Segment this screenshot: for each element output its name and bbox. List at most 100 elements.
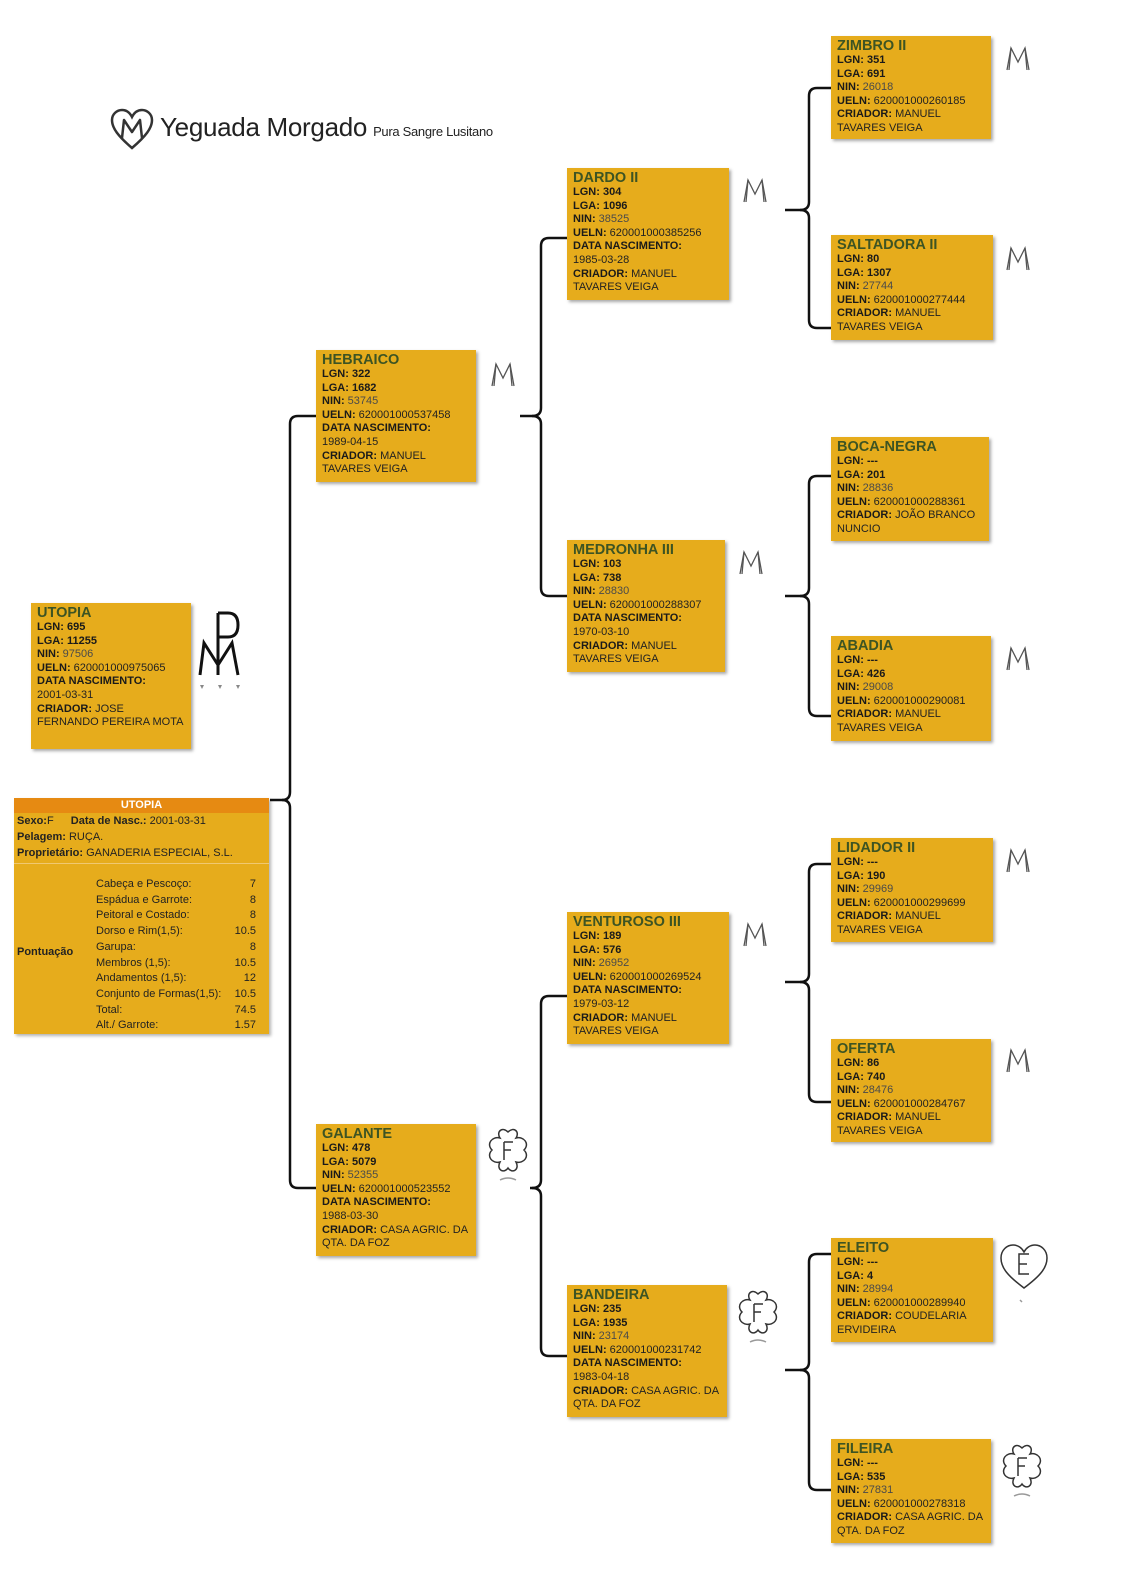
score-value: 10.5 — [234, 956, 256, 969]
breeder-value: MANUEL TAVARES VEIGA — [837, 307, 941, 333]
birth-value: 1970-03-10 — [573, 625, 630, 638]
subject-card[interactable]: UTOPIA LGN: 695 LGA: 11255 NIN: 97506 UE… — [31, 603, 191, 749]
nin-label: NIN: — [573, 585, 596, 598]
M-brand-icon — [740, 920, 770, 955]
lgn-value: 86 — [866, 1057, 880, 1069]
breeder-label: CRIADOR: — [573, 267, 628, 280]
sex-label: Sexo: — [17, 815, 47, 827]
lga-label: LGA: — [37, 634, 64, 647]
ueln-value: 620001000975065 — [73, 661, 166, 674]
nin-label: NIN: — [837, 681, 860, 694]
F-clover-brand-icon — [484, 1126, 532, 1189]
nin-label: NIN: — [573, 957, 596, 970]
horse-name: HEBRAICO — [322, 352, 400, 368]
ueln-value: 620001000385256 — [609, 226, 702, 239]
lga-value: 190 — [866, 869, 886, 882]
nin-value: 97506 — [62, 648, 94, 661]
lgn-value: --- — [866, 654, 878, 666]
birth-label: DATA NASCIMENTO: — [573, 1357, 682, 1370]
score-row: Alt./ Garrote:1.57 — [96, 1019, 266, 1034]
lga-value: 1307 — [866, 266, 892, 279]
pm-brand-icon — [198, 611, 240, 689]
lgn-value: --- — [866, 856, 878, 868]
breeder-label: CRIADOR: — [573, 1011, 628, 1024]
lgn-label: LGN: — [837, 856, 864, 868]
birth-label: DATA NASCIMENTO: — [573, 612, 682, 625]
score-label: Pontuação — [17, 946, 74, 958]
horse-name: GALANTE — [322, 1126, 393, 1142]
score-criterion: Andamentos (1,5): — [96, 972, 187, 985]
breeder-label: CRIADOR: — [837, 1111, 892, 1124]
M-brand-icon — [740, 176, 770, 211]
breeder-value: COUDELARIA ERVIDEIRA — [837, 1310, 966, 1336]
brand-name: Yeguada Morgado — [160, 112, 368, 142]
lgn-label: LGN: — [573, 186, 600, 198]
score-row: Conjunto de Formas(1,5):10.5 — [96, 988, 266, 1003]
nin-label: NIN: — [837, 1283, 860, 1296]
lga-label: LGA: — [573, 1316, 600, 1329]
ueln-label: UELN: — [573, 970, 607, 983]
ueln-label: UELN: — [573, 1343, 607, 1356]
score-criterion: Dorso e Rim(1,5): — [96, 925, 183, 938]
ueln-value: 620001000278318 — [873, 1497, 966, 1510]
ueln-label: UELN: — [837, 1497, 871, 1510]
horse-name: LIDADOR II — [837, 840, 916, 856]
summary-birth-label: Data de Nasc.: — [70, 815, 147, 827]
nin-value: 28836 — [862, 482, 894, 495]
breeder-label: CRIADOR: — [573, 1384, 628, 1397]
nin-value: 26018 — [862, 81, 894, 94]
lga-value: 740 — [866, 1070, 886, 1083]
lga-value: 11255 — [66, 634, 97, 647]
lga-value: 576 — [602, 943, 622, 956]
birth-value: 1989-04-15 — [322, 435, 379, 448]
lga-value: 1935 — [602, 1316, 628, 1329]
nin-value: 26952 — [598, 957, 630, 970]
lga-label: LGA: — [573, 571, 600, 584]
lga-label: LGA: — [837, 67, 864, 80]
breeder-label: CRIADOR: — [837, 307, 892, 320]
ueln-label: UELN: — [837, 896, 871, 909]
lga-value: 4 — [866, 1269, 874, 1282]
ueln-label: UELN: — [837, 1296, 871, 1309]
lgn-label: LGN: — [37, 621, 64, 633]
ueln-value: 620001000289940 — [873, 1296, 966, 1309]
horse-summary-panel: UTOPIA Sexo:F Data de Nasc.: 2001-03-31 … — [14, 798, 269, 1034]
breeder-label: CRIADOR: — [837, 910, 892, 923]
horse-name: ELEITO — [837, 1240, 890, 1256]
breeder-label: CRIADOR: — [573, 639, 628, 652]
horse-name: DARDO II — [573, 170, 639, 186]
nin-label: NIN: — [322, 1169, 345, 1182]
birth-label: DATA NASCIMENTO: — [322, 1196, 431, 1209]
score-criterion: Alt./ Garrote: — [96, 1019, 159, 1032]
lga-label: LGA: — [837, 468, 864, 481]
lgn-value: 235 — [602, 1303, 622, 1315]
nin-label: NIN: — [837, 81, 860, 94]
lga-label: LGA: — [837, 1070, 864, 1083]
nin-value: 28476 — [862, 1084, 894, 1097]
birth-label: DATA NASCIMENTO: — [573, 240, 682, 253]
nin-label: NIN: — [837, 1484, 860, 1497]
sex-value: F — [46, 815, 54, 827]
ueln-value: 620001000231742 — [609, 1343, 702, 1356]
breeder-value: MANUEL TAVARES VEIGA — [573, 639, 677, 666]
M-brand-icon — [1003, 244, 1033, 279]
ueln-label: UELN: — [837, 293, 871, 306]
ueln-label: UELN: — [837, 94, 871, 107]
lgn-value: 351 — [866, 54, 886, 66]
score-criterion: Garupa: — [96, 940, 136, 953]
